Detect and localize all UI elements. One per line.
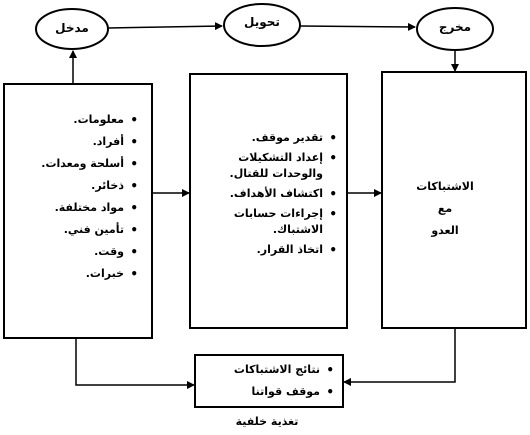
output-box-text: الاشتباكات مع العدو (400, 176, 490, 242)
process-item: تقدير موقف. (207, 130, 337, 146)
feedback-items-list: نتائج الاشتباكات موقف قواتنا (214, 362, 334, 406)
output-line: الاشتباكات (416, 180, 474, 193)
input-item: تأمين فني. (8, 222, 138, 238)
process-item: اكتشاف الأهداف. (207, 186, 337, 202)
input-item: أسلحة ومعدات. (8, 156, 138, 172)
input-item: مواد مختلفة. (8, 200, 138, 216)
feedback-item: نتائج الاشتباكات (214, 362, 334, 378)
feedback-caption: تغذية خلفية (235, 415, 299, 428)
output-box (381, 71, 527, 329)
input-item: خبرات. (8, 266, 138, 282)
input-item: أفراد. (8, 134, 138, 150)
input-items-list: معلومات. أفراد. أسلحة ومعدات. ذخائر. موا… (8, 112, 138, 288)
output-node-label: مخرج (438, 20, 472, 34)
arrow-inputbox-to-feedback (75, 338, 195, 389)
process-item: إجراءات حسابات الاشتباك. (207, 206, 337, 238)
input-node-ellipse (35, 8, 109, 50)
process-node-ellipse (223, 3, 301, 47)
process-node-label: تحويل (244, 15, 280, 29)
input-node-label: مدخل (55, 21, 89, 35)
input-item: وقت. (8, 244, 138, 260)
feedback-item: موقف قواتنا (214, 384, 334, 400)
output-line: مع (437, 202, 453, 215)
output-line: العدو (431, 224, 459, 237)
arrow-input-to-process (107, 22, 223, 31)
input-item: معلومات. (8, 112, 138, 128)
process-item: إعداد التشكيلات والوحدات للقتال. (207, 150, 337, 182)
arrow-process-to-output (299, 22, 416, 31)
process-item: اتخاذ القرار. (207, 242, 337, 258)
process-items-list: تقدير موقف. إعداد التشكيلات والوحدات للق… (207, 130, 337, 262)
input-item: ذخائر. (8, 178, 138, 194)
arrow-outputbox-to-feedback (343, 328, 456, 386)
